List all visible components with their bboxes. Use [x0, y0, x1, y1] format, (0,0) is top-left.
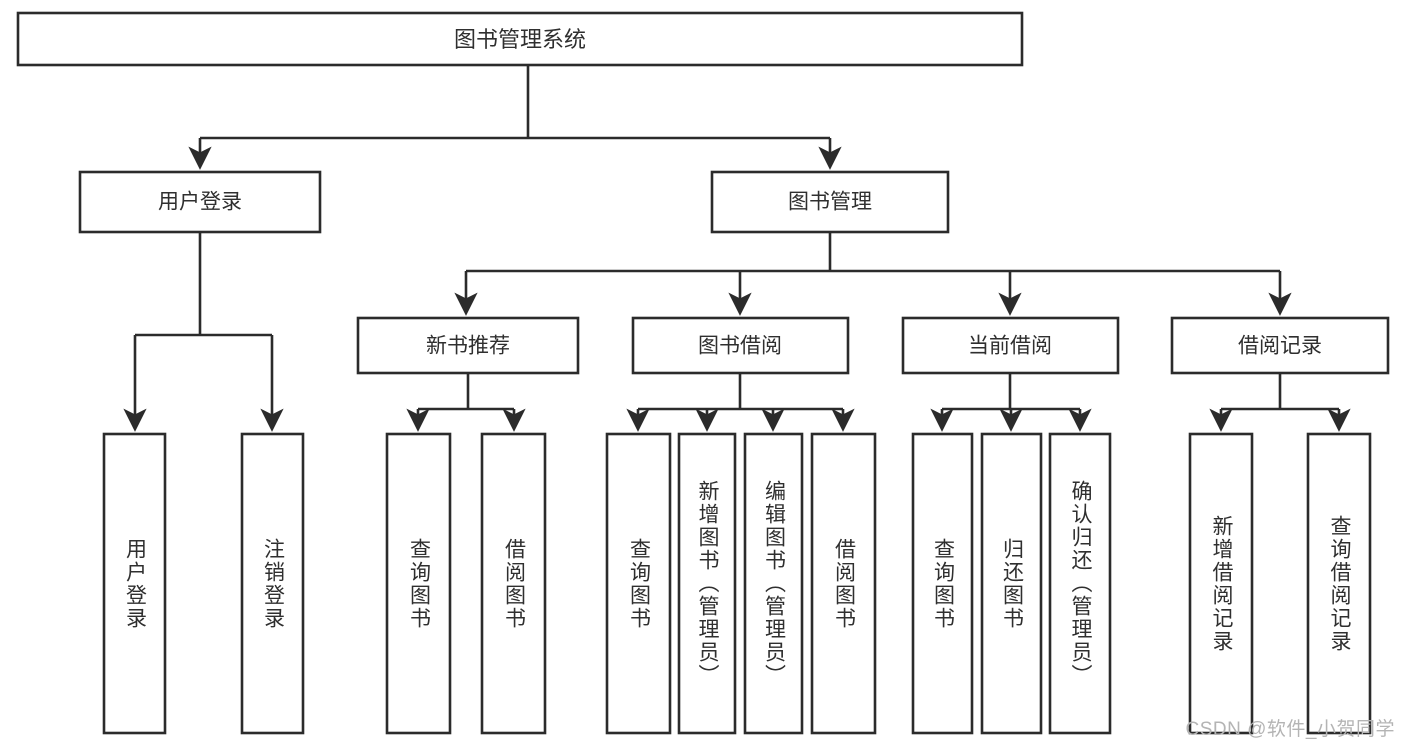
- node-new-book-recommend-box[interactable]: [356, 316, 580, 375]
- node-current-borrow[interactable]: 当前借阅: [901, 316, 1120, 375]
- node-current-borrow-box[interactable]: [901, 316, 1120, 375]
- leaf-node-box[interactable]: [102, 432, 167, 735]
- node-book-management-box[interactable]: [710, 170, 950, 234]
- node-borrow-records-box[interactable]: [1170, 316, 1390, 375]
- node-book-borrow[interactable]: 图书借阅: [631, 316, 850, 375]
- node-root-label: 图书管理系统: [454, 27, 586, 52]
- node-user-login[interactable]: 用户登录: [78, 170, 322, 234]
- node-new-book-recommend[interactable]: 新书推荐: [356, 316, 580, 375]
- node-current-borrow-label: 当前借阅: [968, 335, 1052, 358]
- leaf-node-box[interactable]: [240, 432, 305, 735]
- connector-group-root-to-level2: [188, 65, 842, 170]
- connector-group-new-book-to-leaves: [406, 373, 526, 432]
- leaf-node-box[interactable]: [810, 432, 877, 735]
- leaf-node-box[interactable]: [1048, 432, 1112, 735]
- connector-group-book-mgmt-to-level3: [454, 232, 1292, 316]
- leaf-node-box[interactable]: [480, 432, 547, 735]
- node-book-borrow-label: 图书借阅: [698, 335, 782, 358]
- watermark-text: CSDN @软件_小贺同学: [1185, 719, 1395, 740]
- node-borrow-records-label: 借阅记录: [1238, 335, 1322, 358]
- connector-group-records-to-leaves: [1209, 373, 1351, 432]
- leaf-node-box[interactable]: [980, 432, 1043, 735]
- leaf-node-box[interactable]: [1306, 432, 1372, 735]
- leaf-node-box[interactable]: [605, 432, 672, 735]
- leaf-node-box[interactable]: [677, 432, 737, 735]
- leaf-node-box[interactable]: [911, 432, 974, 735]
- node-root[interactable]: 图书管理系统: [16, 11, 1024, 67]
- node-user-login-label: 用户登录: [158, 191, 242, 214]
- connector-group-borrow-to-leaves: [626, 373, 855, 432]
- leaf-node-box[interactable]: [743, 432, 804, 735]
- node-root-box[interactable]: [16, 11, 1024, 67]
- connector-group-user-login-to-leaves: [123, 232, 284, 432]
- leaf-box-group: [102, 432, 1372, 735]
- node-borrow-records[interactable]: 借阅记录: [1170, 316, 1390, 375]
- node-book-management[interactable]: 图书管理: [710, 170, 950, 234]
- node-new-book-recommend-label: 新书推荐: [426, 335, 510, 358]
- leaf-node-box[interactable]: [385, 432, 452, 735]
- node-user-login-box[interactable]: [78, 170, 322, 234]
- leaf-node-box[interactable]: [1188, 432, 1254, 735]
- connector-group-current-to-leaves: [930, 373, 1092, 432]
- node-book-borrow-box[interactable]: [631, 316, 850, 375]
- node-book-management-label: 图书管理: [788, 191, 872, 214]
